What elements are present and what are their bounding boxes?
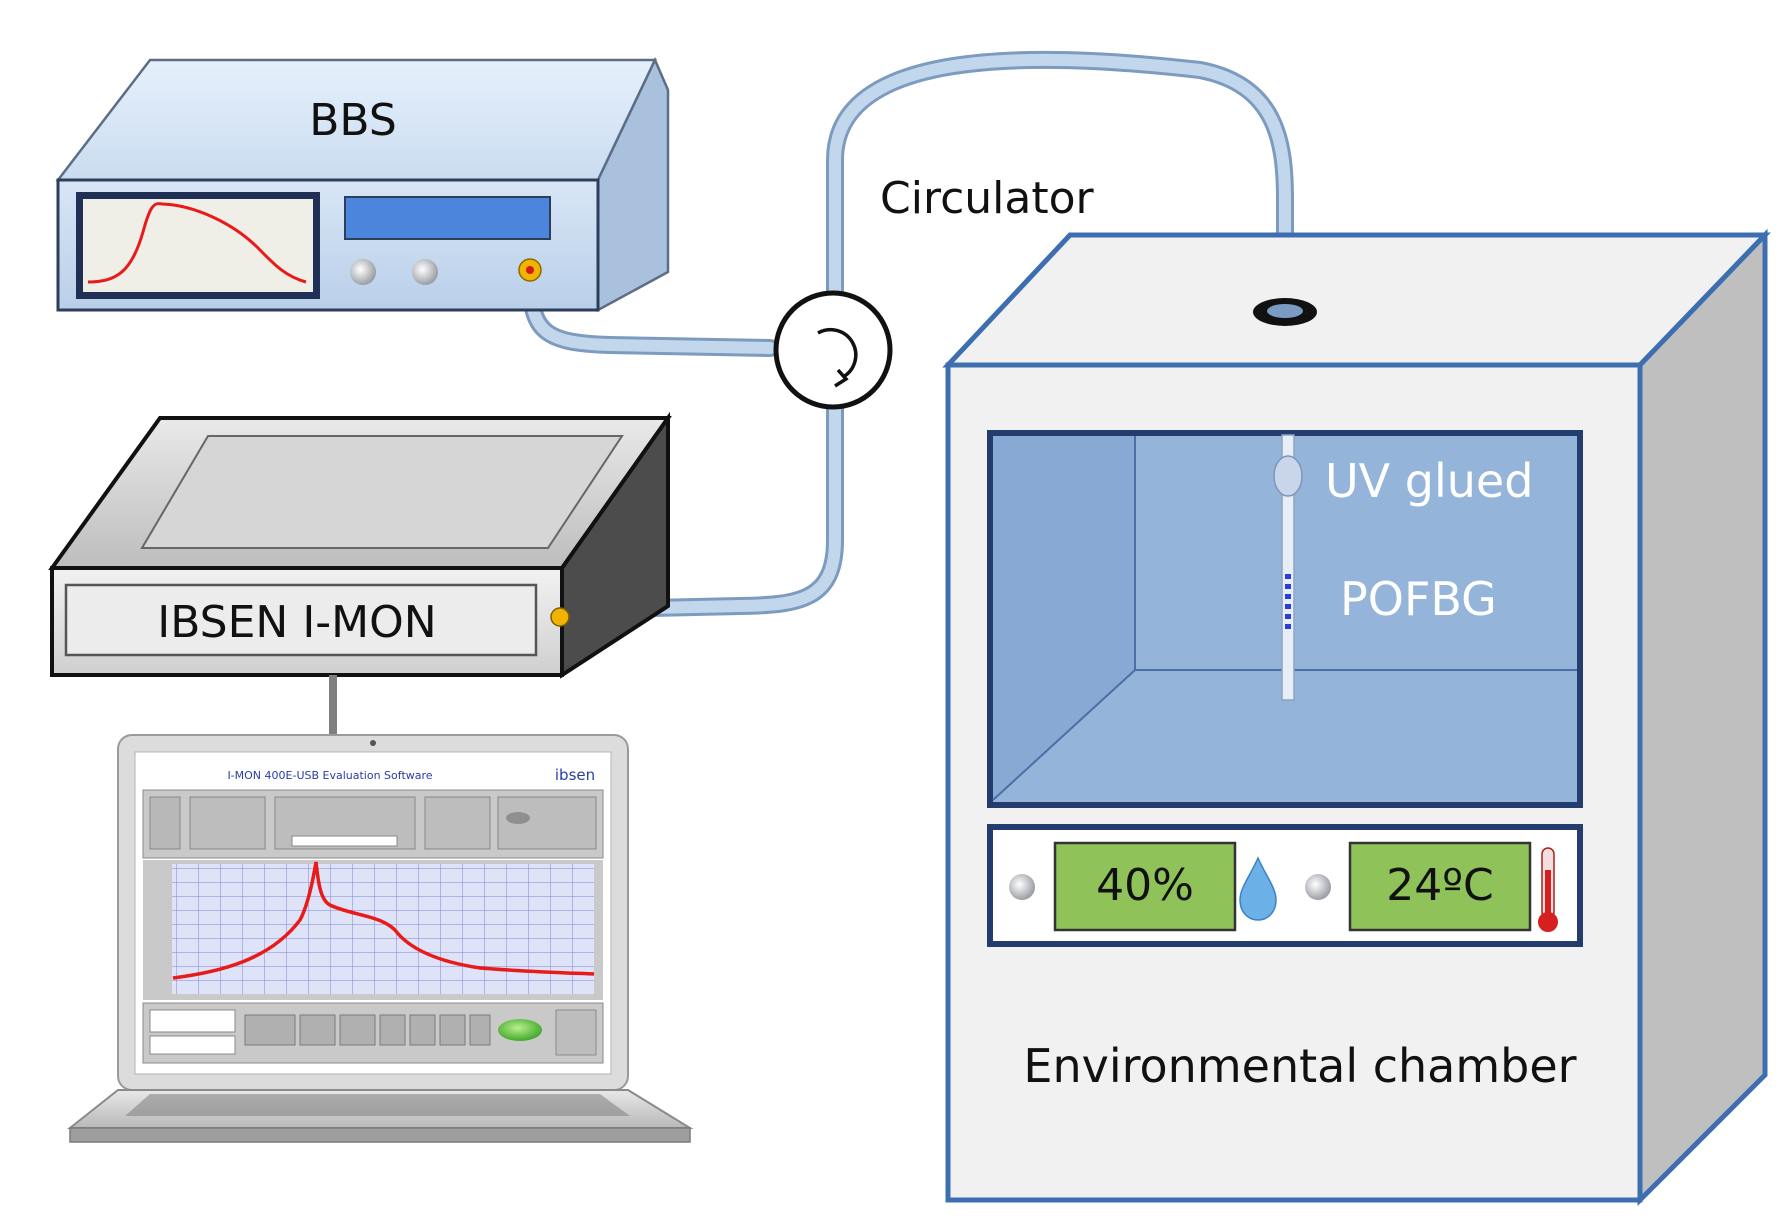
chamber-label: Environmental chamber <box>1023 1039 1576 1093</box>
usb-cable <box>329 675 337 735</box>
circulator-arrow-icon <box>817 327 858 388</box>
humidity-display <box>1053 841 1237 932</box>
circulator <box>773 290 893 410</box>
humidity-knob-icon <box>1009 874 1035 900</box>
environmental-chamber: UV glued POFBG 40% 24ºC Environmental ch… <box>942 228 1771 1207</box>
temperature-knob-icon <box>1305 874 1331 900</box>
humidity-value: 40% <box>1096 860 1194 911</box>
laptop-spectrum-curve <box>172 861 595 980</box>
bbs-knob-icon <box>350 259 376 285</box>
uv-glue-drop <box>1273 455 1303 497</box>
software-brand-logo: ibsen <box>555 766 595 784</box>
pofbg-sensor <box>1273 434 1303 701</box>
pofbg-label: POFBG <box>1340 572 1497 626</box>
laptop-screen: I-MON 400E-USB Evaluation Software ibsen <box>142 760 604 1064</box>
imon-device: IBSEN I-MON <box>48 411 672 679</box>
thermometer-icon <box>1538 847 1558 932</box>
laptop: I-MON 400E-USB Evaluation Software ibsen <box>67 734 694 1143</box>
chamber-control-panel: 40% 24ºC <box>987 824 1583 947</box>
laptop-led-icon <box>498 1019 542 1041</box>
uv-glued-label: UV glued <box>1325 454 1533 508</box>
bbs-label: BBS <box>309 95 397 146</box>
water-drop-icon <box>1239 856 1277 921</box>
bbs-spectrum-curve <box>87 202 307 284</box>
temperature-display <box>1348 841 1532 932</box>
bbs-knob-icon <box>412 259 438 285</box>
imon-label: IBSEN I-MON <box>157 597 436 648</box>
bbs-device: BBS <box>55 56 670 313</box>
temperature-value: 24ºC <box>1386 860 1493 911</box>
software-title: I-MON 400E-USB Evaluation Software <box>227 769 432 782</box>
circulator-label: Circulator <box>880 173 1095 224</box>
imon-input-port <box>550 607 570 627</box>
